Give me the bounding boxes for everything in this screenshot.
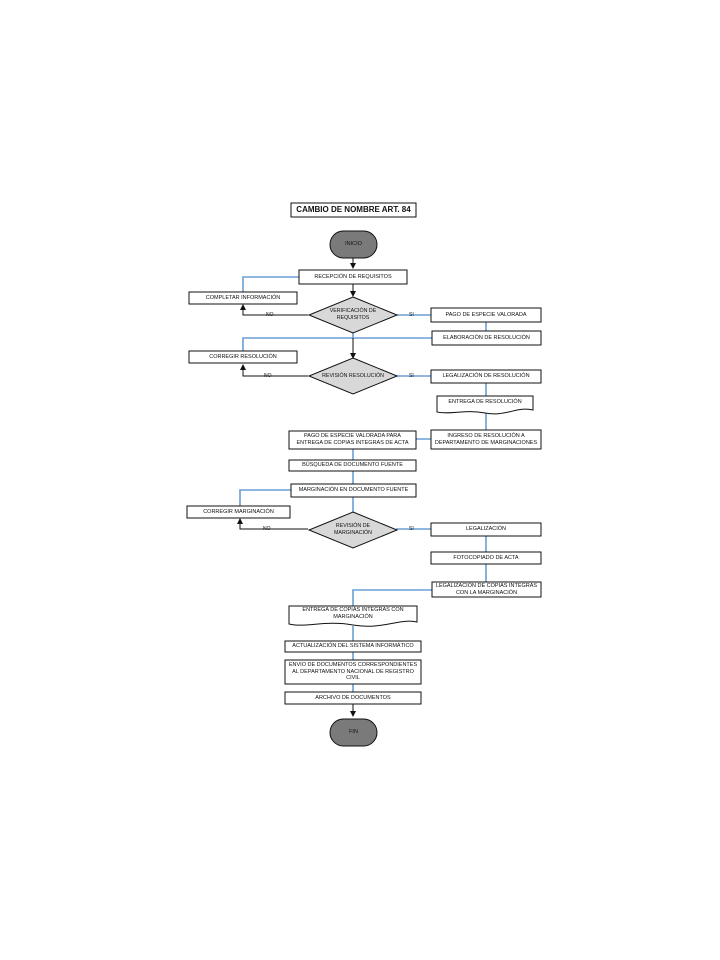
- fin-terminal: [329, 718, 378, 747]
- revision-marginacion-decision: [307, 511, 399, 549]
- edge-si-3: SI: [409, 526, 414, 532]
- archivo-box: [284, 691, 422, 705]
- completar-box: [188, 291, 298, 305]
- title-box: [290, 202, 417, 218]
- legalizacion-copias-box: [431, 581, 542, 598]
- actualizacion-box: [284, 640, 422, 653]
- entrega-copias-doc: [288, 605, 418, 627]
- edge-no-1: NO: [266, 312, 274, 318]
- marginacion-box: [290, 483, 417, 498]
- legalizacion-resolucion-box: [430, 369, 542, 384]
- legalizacion-box: [430, 522, 542, 537]
- blue-connectors: [239, 276, 487, 692]
- busqueda-box: [288, 459, 417, 472]
- black-arrows: [237, 258, 356, 717]
- corregir-marginacion-box: [186, 505, 291, 519]
- corregir-resolucion-box: [188, 350, 298, 364]
- edge-no-2: NO: [264, 373, 272, 379]
- recepcion-box: [298, 269, 408, 285]
- ingreso-resolucion-box: [430, 429, 542, 450]
- inicio-terminal: [329, 230, 378, 259]
- verificacion-decision: [307, 296, 399, 334]
- fotocopiado-box: [430, 551, 542, 565]
- elaboracion-box: [431, 330, 542, 346]
- edge-no-3: NO: [263, 526, 271, 532]
- edge-si-2: SI: [409, 373, 414, 379]
- edge-si-1: SI: [409, 312, 414, 318]
- entrega-resolucion-doc: [436, 395, 534, 415]
- revision-resolucion-decision: [307, 357, 399, 395]
- pago-copias-box: [288, 430, 417, 450]
- envio-box: [284, 659, 422, 685]
- pago-especie-box: [430, 307, 542, 323]
